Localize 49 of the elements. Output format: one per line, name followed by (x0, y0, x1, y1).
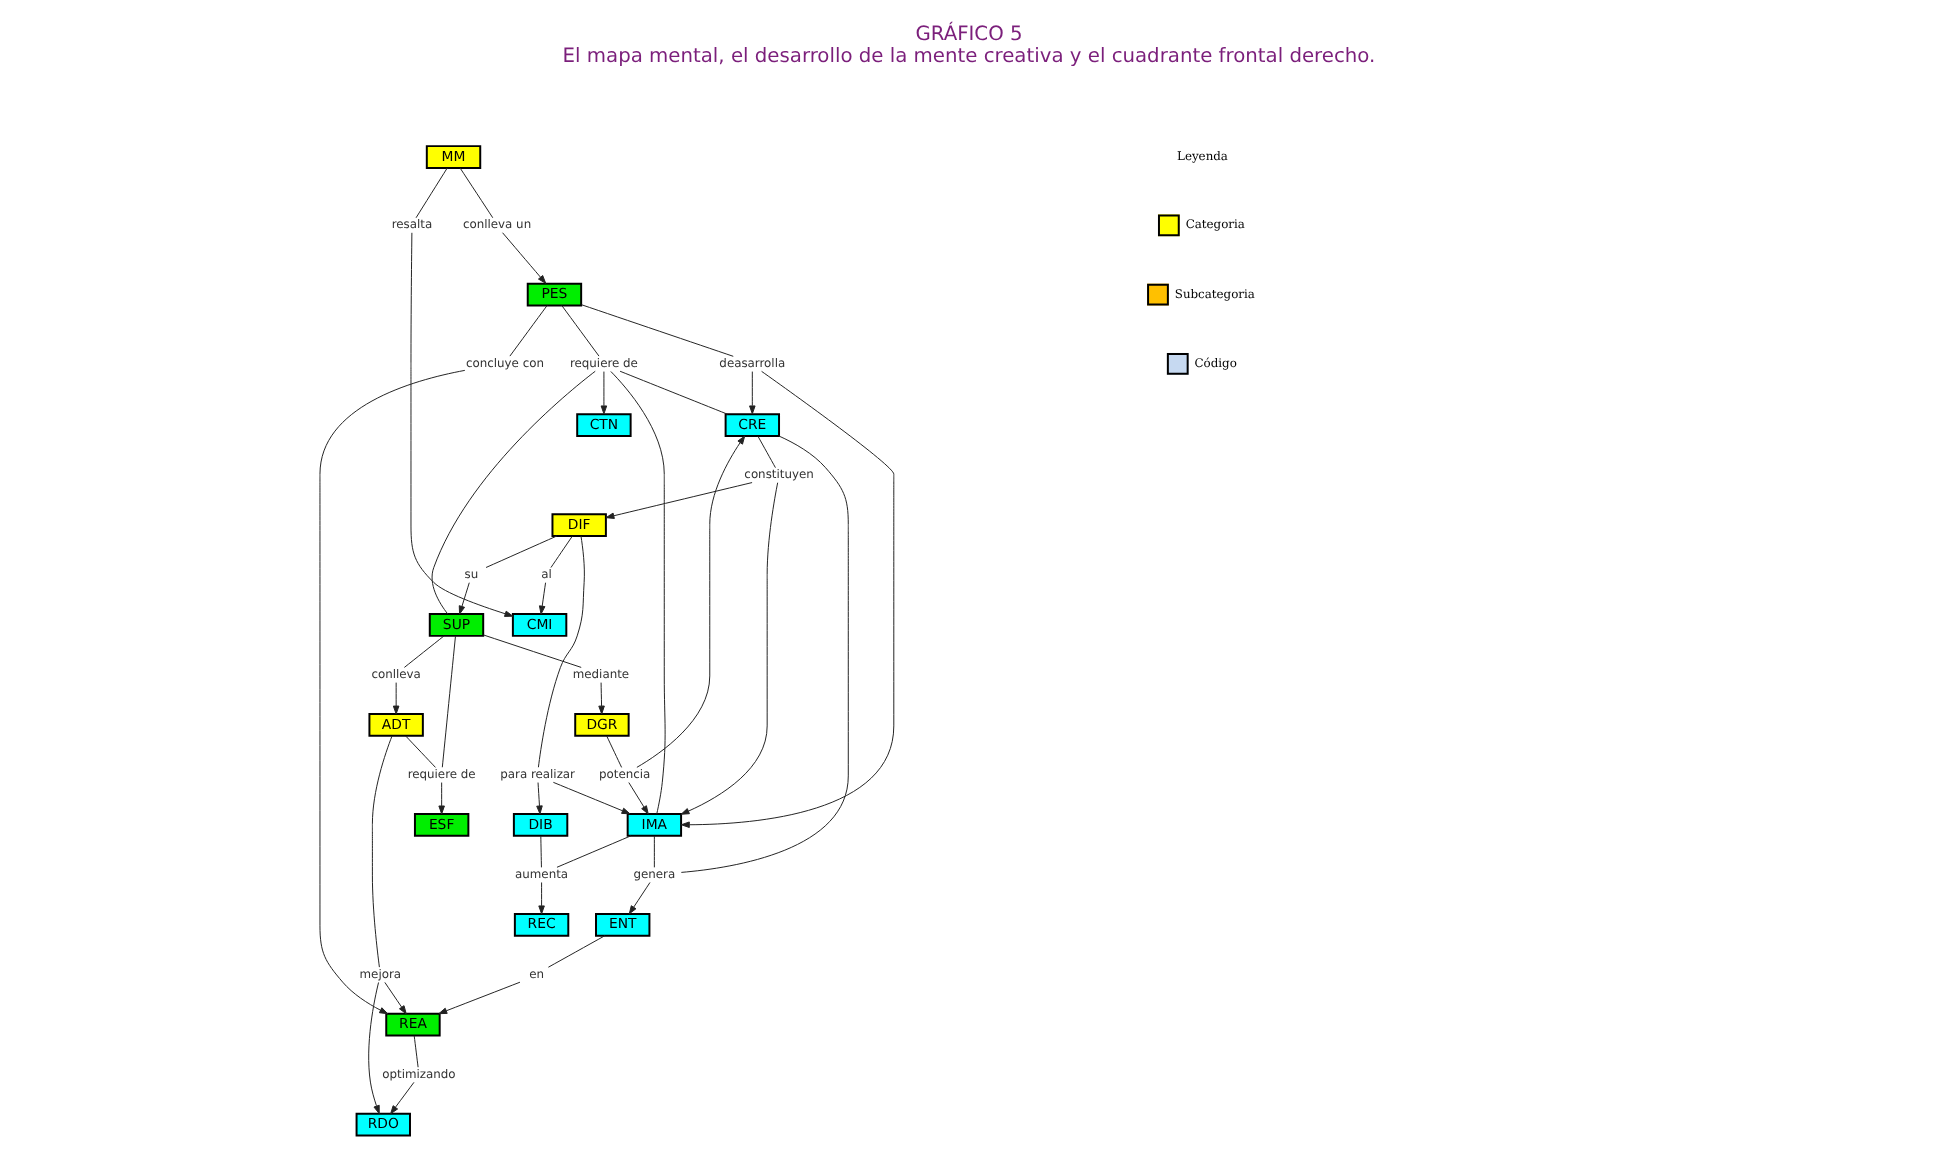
connector (415, 167, 448, 219)
arrow (390, 1081, 415, 1115)
connector (413, 1035, 419, 1068)
arrow (410, 232, 514, 617)
arrow (600, 371, 608, 415)
arrow (749, 371, 756, 415)
arrow (680, 482, 779, 815)
connector (485, 535, 558, 568)
arrow (502, 232, 547, 284)
arrow (552, 781, 631, 815)
arrow (636, 435, 746, 768)
connector (680, 435, 849, 873)
arrow (392, 682, 400, 715)
connector (550, 535, 573, 569)
connector (619, 370, 729, 415)
caption: El mapa mental, el desarrollo de la mente creativa y el cuadrante frontal derecho. (562, 46, 1376, 69)
arrow (598, 682, 605, 715)
arrow (536, 782, 543, 815)
connector (371, 735, 393, 968)
connector (610, 371, 666, 815)
connector (441, 635, 456, 768)
diagram-title: GRÁFICO 5 (915, 24, 1023, 47)
connector (606, 735, 623, 768)
connector (431, 370, 596, 615)
connector (537, 535, 585, 768)
arrow (438, 981, 521, 1015)
arrow (368, 982, 380, 1115)
arrow (605, 482, 753, 519)
connector (556, 835, 632, 868)
arrow (680, 370, 895, 828)
arrow (384, 981, 407, 1015)
arrow (538, 582, 547, 615)
connector (581, 304, 734, 357)
connector (653, 835, 655, 868)
arrow (458, 582, 470, 615)
arrow (319, 369, 466, 1015)
arrow (438, 782, 445, 815)
connector (403, 635, 445, 668)
connector (561, 304, 600, 357)
connector (547, 935, 606, 968)
connector (482, 634, 582, 668)
arrow (538, 882, 545, 915)
arrow (628, 782, 649, 815)
arrow (628, 882, 651, 915)
connector (757, 435, 776, 469)
connector (509, 304, 548, 357)
connector (540, 835, 542, 868)
connector (405, 735, 436, 768)
connector (459, 167, 494, 219)
